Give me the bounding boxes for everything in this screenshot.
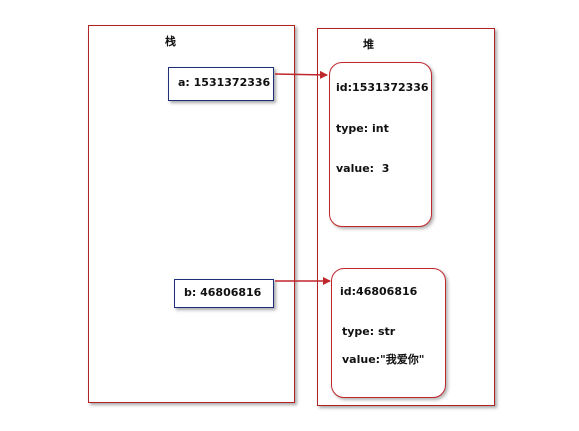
heap-object-str	[331, 268, 446, 398]
heap-object-str-value: value:"我爱你"	[342, 353, 425, 366]
heap-object-str-type: type: str	[342, 325, 396, 338]
heap-object-int-value: value: 3	[336, 162, 390, 175]
heap-object-int-type: type: int	[336, 122, 389, 135]
heap-object-int-id: id:1531372336	[336, 81, 429, 94]
heap-object-str-id: id:46806816	[340, 285, 418, 298]
stack-title: 栈	[165, 35, 176, 48]
reference-arrow-a	[274, 70, 328, 79]
stack-variable-a: a: 1531372336	[168, 67, 274, 101]
heap-title: 堆	[363, 38, 374, 51]
heap-object-int	[329, 62, 432, 227]
stack-variable-b: b: 46806816	[174, 279, 274, 308]
